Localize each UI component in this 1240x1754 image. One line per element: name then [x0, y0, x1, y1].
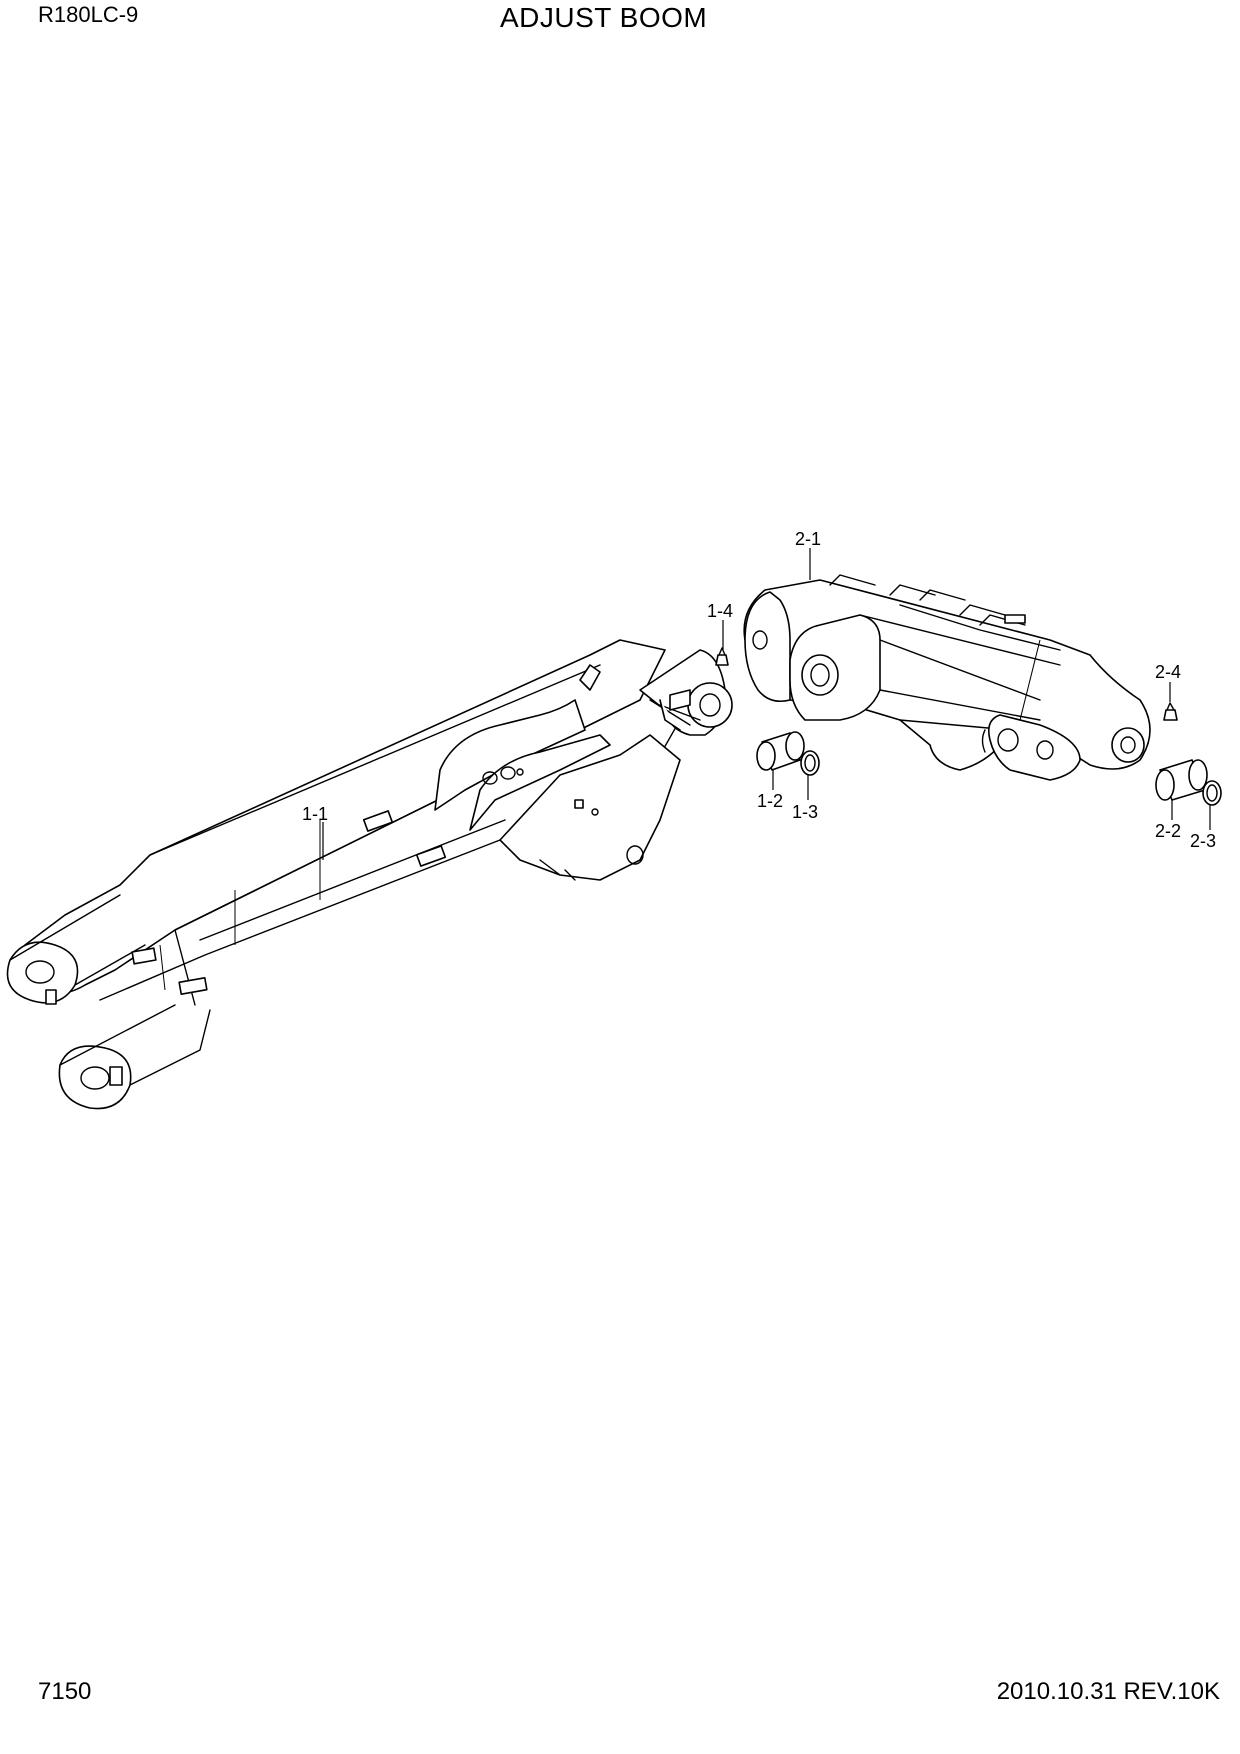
callout-1-1: 1-1	[302, 804, 328, 824]
leader-lines	[322, 548, 1211, 860]
revision-date: 2010.10.31 REV.10K	[996, 1678, 1220, 1705]
model-code: R180LC-9	[38, 2, 139, 27]
callout-1-3: 1-3	[792, 802, 818, 822]
callout-2-3: 2-3	[1190, 831, 1216, 851]
grease-nipple-2-4	[1163, 702, 1178, 721]
callout-1-2: 1-2	[757, 791, 783, 811]
lower-boom-part	[6, 639, 733, 1110]
upper-boom-part	[743, 574, 1151, 781]
shim-ring-1-3	[800, 750, 820, 776]
callout-2-2: 2-2	[1155, 821, 1181, 841]
page-title: ADJUST BOOM	[500, 2, 708, 33]
bushing-2-2	[1155, 759, 1208, 801]
grease-nipple-1-4	[715, 647, 729, 666]
callout-2-4: 2-4	[1155, 662, 1181, 682]
callout-2-1: 2-1	[795, 529, 821, 549]
page-number: 7150	[38, 1678, 92, 1705]
bushing-1-2	[756, 731, 805, 771]
callout-1-4: 1-4	[707, 601, 733, 621]
shim-ring-2-3	[1202, 780, 1222, 806]
